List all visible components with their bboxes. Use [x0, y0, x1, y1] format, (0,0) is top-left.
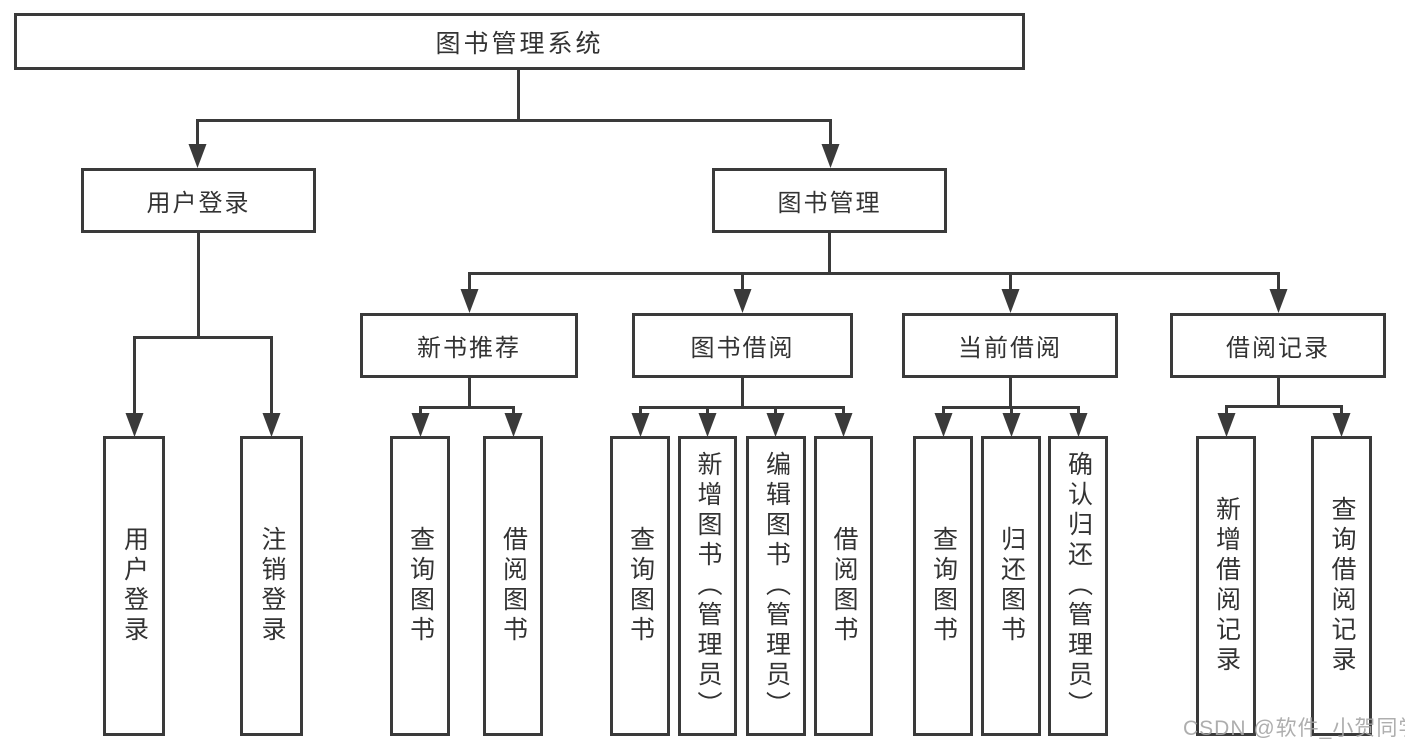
leaf-cb-return-books: 归还图书 — [981, 436, 1041, 736]
leaf-cb-confirm-return-admin: 确认归还（管理员） — [1048, 436, 1108, 736]
node-label: 查询图书 — [929, 526, 958, 646]
leaf-bb-add-books-admin: 新增图书（管理员） — [678, 436, 737, 736]
leaf-br-query-record: 查询借阅记录 — [1311, 436, 1372, 736]
node-user-login: 用户登录 — [81, 168, 316, 233]
node-label: 编辑图书（管理员） — [762, 451, 791, 721]
node-label: 新增图书（管理员） — [694, 451, 722, 721]
node-label: 借阅图书 — [499, 526, 528, 646]
leaf-cb-query-books: 查询图书 — [913, 436, 973, 736]
node-label: 图书管理 — [777, 190, 882, 217]
node-label: 借阅记录 — [1226, 335, 1330, 362]
node-label: 新增借阅记录 — [1212, 496, 1241, 676]
node-label: 归还图书 — [997, 526, 1026, 646]
leaf-nbr-query-books: 查询图书 — [390, 436, 450, 736]
node-label: 查询图书 — [406, 526, 435, 646]
leaf-bb-edit-books-admin: 编辑图书（管理员） — [746, 436, 806, 736]
node-book-management: 图书管理 — [712, 168, 947, 233]
node-label: 用户登录 — [120, 526, 149, 646]
leaf-bb-borrow-books: 借阅图书 — [814, 436, 873, 736]
node-current-borrowing: 当前借阅 — [902, 313, 1118, 378]
node-label: 用户登录 — [146, 190, 251, 217]
node-label: 注销登录 — [258, 526, 286, 646]
csdn-watermark: CSDN @软件_小贺同学 — [1183, 717, 1405, 740]
node-label: 查询图书 — [626, 526, 655, 646]
leaf-nbr-borrow-books: 借阅图书 — [483, 436, 543, 736]
leaf-br-add-record: 新增借阅记录 — [1196, 436, 1256, 736]
node-borrowing-records: 借阅记录 — [1170, 313, 1386, 378]
node-book-borrowing: 图书借阅 — [632, 313, 853, 378]
leaf-logout: 注销登录 — [240, 436, 303, 736]
node-label: 图书管理系统 — [435, 29, 604, 58]
node-label: 新书推荐 — [417, 335, 521, 362]
node-library-management-system: 图书管理系统 — [14, 13, 1025, 70]
node-label: 图书借阅 — [690, 335, 795, 362]
leaf-bb-query-books: 查询图书 — [610, 436, 670, 736]
node-label: 确认归还（管理员） — [1064, 451, 1093, 721]
leaf-user-login: 用户登录 — [103, 436, 165, 736]
node-new-book-recommendation: 新书推荐 — [360, 313, 578, 378]
node-label: 查询借阅记录 — [1328, 496, 1356, 676]
node-label: 借阅图书 — [830, 526, 858, 646]
node-label: 当前借阅 — [958, 335, 1062, 362]
